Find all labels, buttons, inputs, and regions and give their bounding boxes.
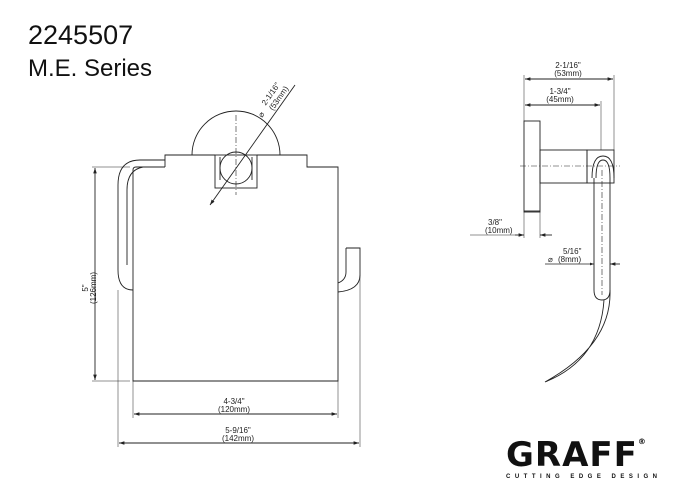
front-view: ⌀ 2-1/16" (53mm) 5" (126mm) 4-3/4" (120m… <box>81 81 361 447</box>
registered-mark: ® <box>637 437 647 446</box>
paper-flap <box>544 289 611 383</box>
cover-width-mm: (120mm) <box>218 405 250 414</box>
brand-name: GRAFF <box>506 435 638 475</box>
flange-thickness-inch: 3/8" <box>488 218 502 227</box>
right-hook <box>337 247 361 293</box>
rod-diameter-inch: 5/16" <box>563 247 582 256</box>
side-view: 2-1/16" (53mm) 1-3/4" (45mm) 3/8" (10mm)… <box>470 61 620 383</box>
center-block <box>214 154 258 189</box>
cover-width-inch: 4-3/4" <box>223 397 244 406</box>
rod-diameter-mm: (8mm) <box>558 255 581 264</box>
hook-ring <box>591 155 615 179</box>
rosette-diameter-symbol: ⌀ <box>256 110 266 119</box>
rod-diameter-symbol: ⌀ <box>548 255 553 264</box>
brand-tagline: CUTTING EDGE DESIGN <box>506 474 662 480</box>
stem-depth-inch: 1-3/4" <box>549 87 570 96</box>
flange <box>523 120 541 213</box>
rosette-arc <box>191 110 281 156</box>
stem-depth-mm: (45mm) <box>546 95 574 104</box>
overall-depth-mm: (53mm) <box>554 69 582 78</box>
model-number: 2245507 <box>28 20 134 50</box>
left-rod <box>117 159 165 291</box>
overall-width-inch: 5-9/16" <box>225 426 251 435</box>
mounting-plate <box>132 154 339 382</box>
flange-thickness-mm: (10mm) <box>485 226 513 235</box>
overall-depth-inch: 2-1/16" <box>555 61 581 70</box>
height-inch: 5" <box>81 284 90 291</box>
stem <box>539 149 588 184</box>
height-mm: (126mm) <box>89 272 98 304</box>
overall-width-mm: (142mm) <box>222 434 254 443</box>
series-name: M.E. Series <box>28 55 153 82</box>
graff-logo: GRAFF® CUTTING EDGE DESIGN <box>506 435 682 481</box>
